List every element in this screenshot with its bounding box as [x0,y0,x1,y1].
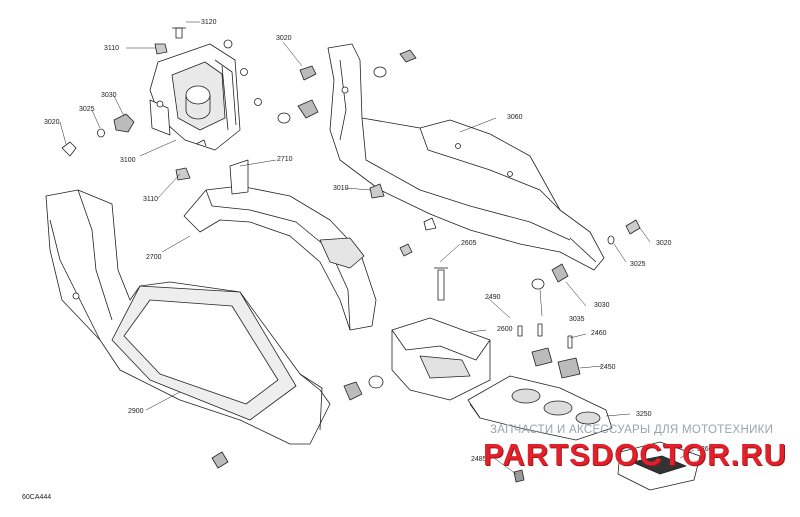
callout-3120: 3120 [201,19,217,26]
callout-3260: 3260 [697,446,713,453]
fasteners-top-left [61,27,262,181]
drawing-code: 60CA444 [22,494,52,501]
cupholder-3250 [467,375,613,441]
grommets [517,323,581,379]
callout-2600: 2600 [497,326,513,333]
panel-3060 [327,43,605,271]
callout-3060: 3060 [507,114,523,121]
watermark-tagline: ЗАПЧАСТИ И АКСЕССУАРЫ ДЛЯ МОТОТЕХНИКИ [490,424,774,436]
fasteners-bottom-left [211,375,384,469]
callout-3025: 3025 [79,106,95,113]
callout-3250: 3250 [636,411,652,418]
callout-3030: 3030 [101,92,117,99]
callout-2900: 2900 [128,408,144,415]
callout-2490: 2490 [485,294,501,301]
console-2600 [391,267,491,401]
callout-3035: 3035 [569,316,585,323]
tray-3260 [617,441,701,491]
fasteners-top-right [277,49,641,290]
callout-3010: 3010 [333,185,349,192]
callout-3025: 3025 [630,261,646,268]
callout-3100: 3100 [120,157,136,164]
tray-2900 [45,189,331,445]
arch-2700 [183,159,377,331]
callout-2700: 2700 [146,254,162,261]
callout-2450: 2450 [600,364,616,371]
callout-3110: 3110 [143,196,159,203]
bracket-3100 [149,43,241,151]
callout-2605: 2605 [461,240,477,247]
callout-3030: 3030 [594,302,610,309]
callout-2710: 2710 [277,156,293,163]
callout-3020: 3020 [656,240,672,247]
callout-2485: 2485 [471,456,487,463]
clip-2485 [513,469,525,483]
callout-3110: 3110 [104,45,120,52]
callout-2460: 2460 [591,330,607,337]
leader-lines [59,21,695,475]
callout-3020: 3020 [44,119,60,126]
fastener-arch [399,243,413,257]
callout-3020: 3020 [276,35,292,42]
watermark-logo: PARTSDOCTOR.RU [483,437,787,472]
